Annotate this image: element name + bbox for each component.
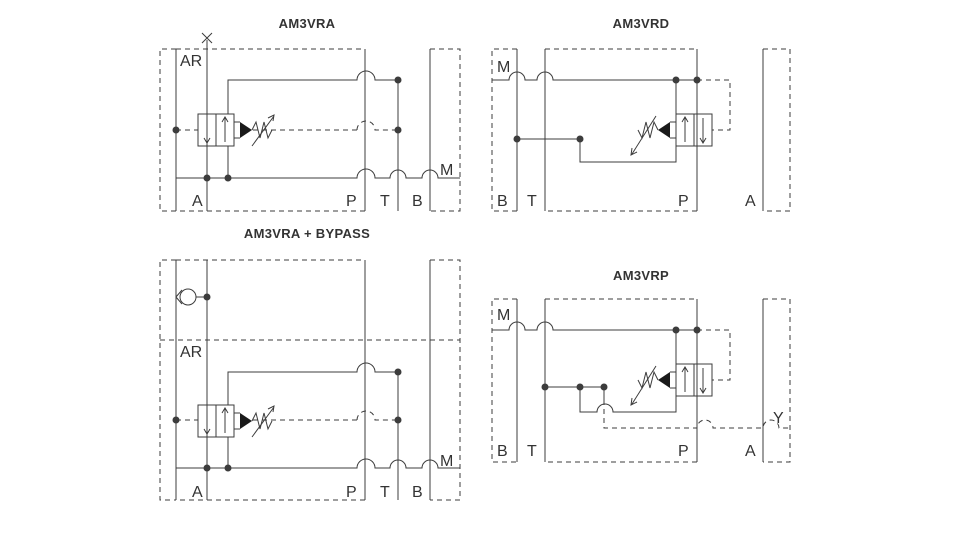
spring-icon bbox=[637, 370, 659, 390]
arrow-down-icon bbox=[699, 368, 707, 394]
port-label-m: M bbox=[497, 307, 510, 324]
pilot-triangle-icon bbox=[658, 122, 670, 138]
diagram-title: AM3VRD bbox=[613, 16, 670, 31]
bottom-line bbox=[176, 168, 460, 179]
diagram-am3vrd: AM3VRD M B T P A bbox=[491, 16, 791, 212]
arrow-up-icon bbox=[221, 116, 229, 142]
diagram-title: AM3VRA + BYPASS bbox=[244, 226, 370, 241]
spring-icon bbox=[251, 411, 273, 431]
port-label-m: M bbox=[497, 59, 510, 76]
port-label-p: P bbox=[678, 193, 689, 210]
pressure-line bbox=[227, 70, 399, 211]
port-label-ar: AR bbox=[180, 53, 202, 70]
port-label-t: T bbox=[527, 443, 537, 460]
port-label-y: Y bbox=[773, 410, 784, 427]
port-label-m: M bbox=[440, 162, 453, 179]
port-label-b: B bbox=[412, 193, 423, 210]
plug-x-icon bbox=[201, 32, 213, 44]
port-label-p: P bbox=[678, 443, 689, 460]
port-label-t: T bbox=[527, 193, 537, 210]
arrow-down-icon bbox=[203, 409, 211, 435]
adjustable-arrow-icon bbox=[251, 114, 275, 147]
pilot-triangle-icon bbox=[658, 372, 670, 388]
adjustable-arrow-icon bbox=[630, 365, 657, 406]
port-label-t: T bbox=[380, 484, 390, 501]
port-label-a: A bbox=[192, 484, 203, 501]
port-label-b: B bbox=[497, 443, 508, 460]
port-label-ar: AR bbox=[180, 344, 202, 361]
arrow-down-icon bbox=[699, 118, 707, 144]
arrow-up-icon bbox=[221, 407, 229, 433]
port-label-b: B bbox=[412, 484, 423, 501]
diagram-am3vra-bypass: AM3VRA + BYPASS AR A P T B bbox=[159, 226, 461, 501]
pilot-triangle-icon bbox=[240, 413, 252, 429]
port-label-m: M bbox=[440, 453, 453, 470]
pilot-triangle-icon bbox=[240, 122, 252, 138]
port-label-p: P bbox=[346, 193, 357, 210]
check-valve-icon bbox=[179, 288, 197, 306]
adjustable-arrow-icon bbox=[251, 405, 275, 438]
port-label-p: P bbox=[346, 484, 357, 501]
diagram-am3vrp: AM3VRP M B T P A Y bbox=[491, 268, 791, 463]
spring-icon bbox=[251, 120, 273, 140]
port-label-a: A bbox=[192, 193, 203, 210]
port-label-a: A bbox=[745, 443, 756, 460]
spring-icon bbox=[637, 120, 659, 140]
port-label-b: B bbox=[497, 193, 508, 210]
adjustable-arrow-icon bbox=[630, 115, 657, 156]
arrow-up-icon bbox=[681, 366, 689, 392]
arrow-down-icon bbox=[203, 118, 211, 144]
port-label-t: T bbox=[380, 193, 390, 210]
port-label-a: A bbox=[745, 193, 756, 210]
diagram-title: AM3VRP bbox=[613, 268, 669, 283]
arrow-up-icon bbox=[681, 116, 689, 142]
diagram-am3vra: AM3VRA AR A P T bbox=[159, 16, 461, 212]
diagram-title: AM3VRA bbox=[279, 16, 336, 31]
